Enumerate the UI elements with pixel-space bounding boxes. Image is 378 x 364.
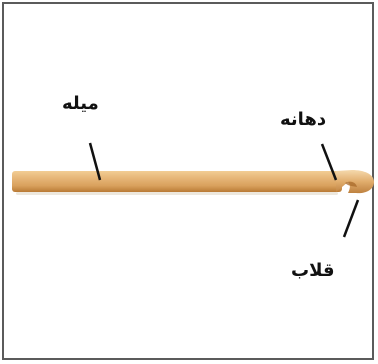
hook-shaft-shadow xyxy=(16,192,338,195)
throat-leader-line xyxy=(320,143,338,181)
shaft-leader-line xyxy=(88,142,102,181)
shaft-label: میله xyxy=(62,93,99,114)
hook-leader-line xyxy=(342,199,360,238)
hook-shaft xyxy=(12,171,342,192)
hook-throat-notch xyxy=(345,181,357,187)
hook-label: قلاب xyxy=(291,260,335,281)
throat-label: دهانه xyxy=(280,109,327,130)
hook-tip xyxy=(336,170,374,194)
